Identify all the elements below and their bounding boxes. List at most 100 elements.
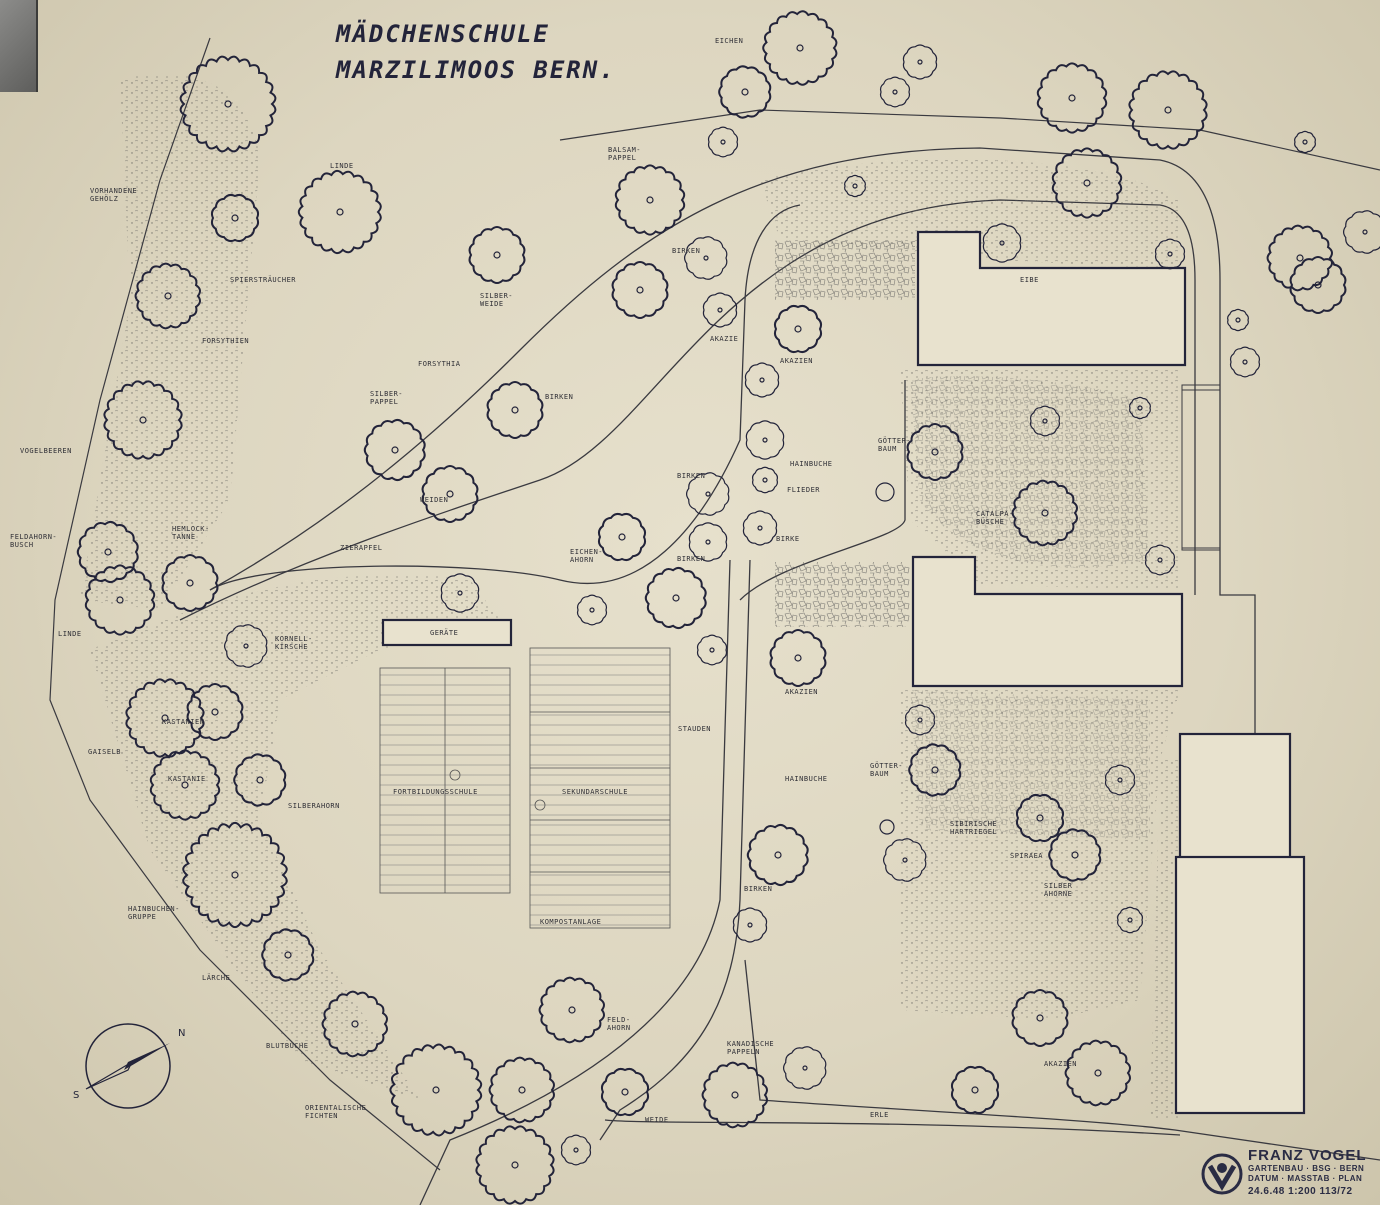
tree-trunk bbox=[589, 607, 595, 613]
tree-trunk bbox=[511, 1161, 519, 1169]
tree-trunk bbox=[802, 1065, 808, 1071]
tree-trunk bbox=[351, 1020, 359, 1028]
label-silberpappel: SILBER-PAPPEL bbox=[370, 390, 404, 406]
title-block-stamp: FRANZ VOGEL GARTENBAU · BSG · BERN DATUM… bbox=[1200, 1148, 1375, 1203]
tree-canopy bbox=[1227, 308, 1249, 332]
tree-trunk bbox=[999, 240, 1005, 246]
building-middle bbox=[911, 555, 1184, 688]
tree-canopy bbox=[906, 423, 964, 481]
tree-trunk bbox=[720, 139, 726, 145]
tree-canopy bbox=[538, 976, 605, 1044]
tree-canopy bbox=[76, 520, 139, 584]
tree-trunk bbox=[759, 377, 765, 383]
tree-canopy bbox=[475, 1125, 555, 1205]
tree-canopy bbox=[468, 226, 526, 284]
tree-canopy bbox=[1116, 906, 1144, 934]
tree-trunk bbox=[731, 1091, 739, 1099]
tree-canopy bbox=[210, 193, 260, 243]
label-kastanie-2: KASTANIE bbox=[168, 775, 206, 783]
tree-trunk bbox=[741, 88, 749, 96]
tree-canopy bbox=[1343, 210, 1380, 254]
tree-canopy bbox=[1229, 346, 1261, 378]
tree-trunk bbox=[1117, 777, 1123, 783]
stamp-line1: GARTENBAU · BSG · BERN bbox=[1248, 1164, 1365, 1173]
tree-canopy bbox=[182, 821, 288, 929]
tree-canopy bbox=[982, 223, 1022, 263]
compass-south-label: S bbox=[73, 1090, 80, 1101]
label-geraete: GERÄTE bbox=[430, 629, 459, 637]
tree-trunk bbox=[104, 548, 112, 556]
tree-canopy bbox=[297, 169, 382, 255]
label-spiraea: SPIRAEA bbox=[1010, 852, 1044, 860]
tree-trunk bbox=[917, 717, 923, 723]
tree-canopy bbox=[103, 380, 183, 460]
tree-canopy bbox=[701, 1061, 768, 1129]
tree-trunk bbox=[432, 1086, 440, 1094]
tree-trunk bbox=[852, 183, 858, 189]
tree-trunk bbox=[1042, 418, 1048, 424]
label-eichen: EICHEN bbox=[715, 37, 744, 45]
tree-canopy bbox=[1104, 764, 1136, 796]
building-north bbox=[916, 230, 1187, 367]
tree-trunk bbox=[672, 594, 680, 602]
tree-canopy bbox=[576, 594, 608, 626]
label-kornelkirsche: KORNELL-KIRSCHE bbox=[275, 635, 313, 651]
label-hainbuchengruppe: HAINBUCHEN-GRUPPE bbox=[128, 905, 180, 921]
tree-canopy bbox=[1029, 405, 1061, 437]
label-akazien-2: AKAZIEN bbox=[785, 688, 819, 696]
building-links bbox=[1181, 384, 1221, 551]
compass-north-label: N bbox=[178, 1028, 186, 1039]
tree-trunk bbox=[1157, 557, 1163, 563]
label-eibe: EIBE bbox=[1020, 276, 1039, 284]
tree-trunk bbox=[186, 579, 194, 587]
tree-trunk bbox=[1094, 1069, 1102, 1077]
tree-canopy bbox=[1015, 793, 1065, 843]
label-laerche: LÄRCHE bbox=[202, 974, 231, 982]
label-kanadische-pappeln: KANADISCHE PAPPELN bbox=[727, 1040, 775, 1056]
label-silberahorne-2: SILBER AHORNE bbox=[1044, 882, 1073, 898]
tree-canopy bbox=[421, 465, 479, 523]
tree-trunk bbox=[181, 781, 189, 789]
tree-canopy bbox=[488, 1056, 555, 1124]
tree-canopy bbox=[751, 466, 779, 494]
round-features bbox=[875, 482, 895, 835]
tree-canopy bbox=[762, 10, 838, 86]
tree-canopy bbox=[769, 629, 827, 687]
tree-trunk bbox=[709, 647, 715, 653]
tree-trunk bbox=[1127, 917, 1133, 923]
tree-trunk bbox=[1314, 281, 1322, 289]
tree-canopy bbox=[161, 554, 219, 612]
tree-canopy bbox=[744, 362, 780, 398]
tree-canopy bbox=[684, 236, 728, 280]
tree-trunk bbox=[757, 525, 763, 531]
tree-canopy bbox=[1011, 989, 1069, 1047]
stamp-firm-name: FRANZ VOGEL bbox=[1248, 1147, 1367, 1164]
building-annex bbox=[1178, 732, 1292, 860]
label-akazie-1: AKAZIE bbox=[710, 335, 739, 343]
wall-mount-bracket bbox=[0, 0, 38, 92]
tree-trunk bbox=[1302, 139, 1308, 145]
tree-canopy bbox=[696, 634, 728, 666]
tree-canopy bbox=[560, 1134, 592, 1166]
label-vogelbeeren: VOGELBEEREN bbox=[20, 447, 72, 455]
label-birken-2: BIRKEN bbox=[545, 393, 574, 401]
tree-trunk bbox=[518, 1086, 526, 1094]
tree-trunk bbox=[493, 251, 501, 259]
tree-canopy bbox=[732, 907, 768, 943]
tree-trunk bbox=[284, 951, 292, 959]
label-hainbuche-1: HAINBUCHE bbox=[790, 460, 833, 468]
tree-trunk bbox=[1083, 179, 1091, 187]
school-gardens bbox=[379, 647, 671, 929]
tree-canopy bbox=[773, 304, 823, 354]
tree-trunk bbox=[1164, 106, 1172, 114]
tree-canopy bbox=[1128, 70, 1208, 150]
tree-canopy bbox=[745, 420, 785, 460]
label-stauden: STAUDEN bbox=[678, 725, 712, 733]
tree-canopy bbox=[1129, 396, 1151, 420]
tree-canopy bbox=[783, 1046, 827, 1090]
tree-canopy bbox=[179, 55, 277, 153]
tree-trunk bbox=[705, 539, 711, 545]
tree-canopy bbox=[363, 418, 426, 482]
tree-trunk bbox=[1242, 359, 1248, 365]
plan-title-line2: MARZILIMOOS BERN. bbox=[336, 56, 616, 84]
